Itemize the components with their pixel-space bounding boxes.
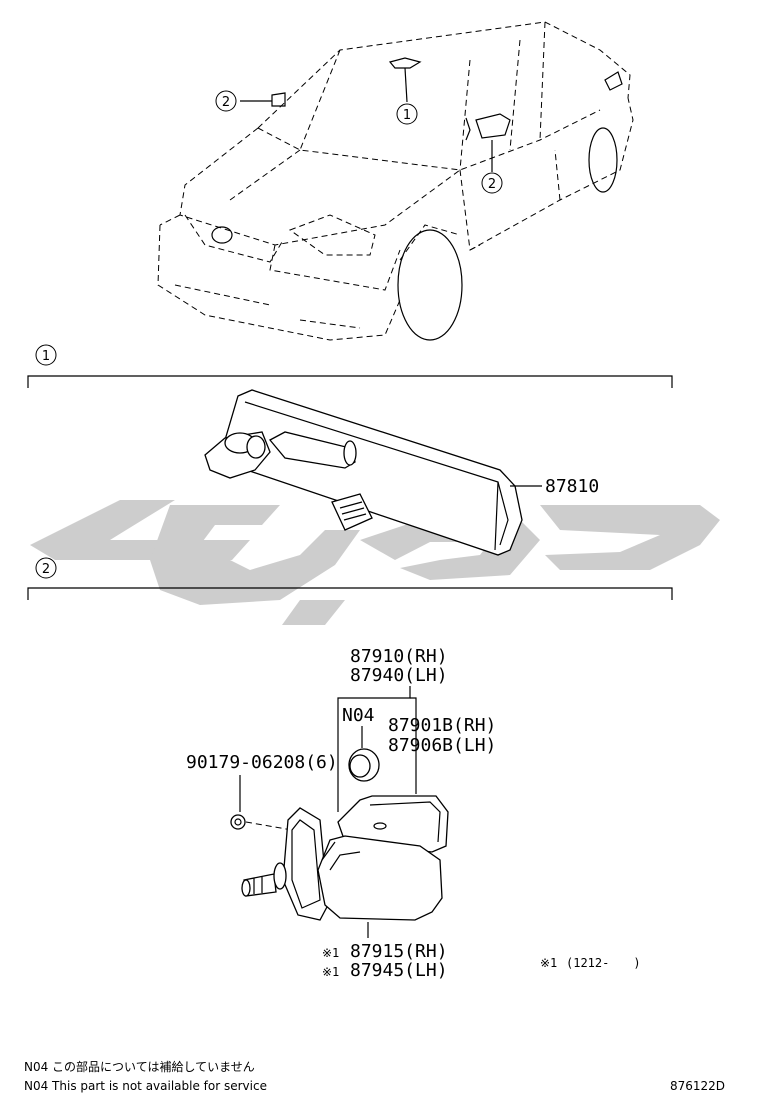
section-1-bracket <box>27 375 673 388</box>
callout-label: 1 <box>403 108 411 123</box>
diagram-id: 876122D <box>670 1079 725 1093</box>
car-illustration <box>157 21 634 341</box>
outer-mirror-assembly <box>241 795 449 921</box>
note-japanese: N04 この部品については補給していません <box>24 1059 255 1074</box>
part-number-87910: 87910(RH) <box>350 646 448 667</box>
part-number-87945: 87945(LH) <box>350 960 448 981</box>
part-number-87810: 87810 <box>545 476 599 497</box>
cover-mark-lh: ※1 <box>322 965 339 979</box>
part-number-87940: 87940(LH) <box>350 665 448 686</box>
mirror-actuator <box>348 748 380 782</box>
footnote-range: (1212- ) <box>566 956 641 970</box>
callout-label: 1 <box>42 349 50 364</box>
section-2-marker: 2 <box>35 557 57 579</box>
callout-1-car: 1 <box>396 103 418 125</box>
callout-2-car-left: 2 <box>215 90 237 112</box>
note-english: N04 This part is not available for servi… <box>24 1079 267 1093</box>
part-number-87906b: 87906B(LH) <box>388 735 496 756</box>
callout-label: 2 <box>222 95 230 110</box>
leader-outer-assembly <box>337 686 411 812</box>
part-number-87901b: 87901B(RH) <box>388 715 496 736</box>
section-1-marker: 1 <box>35 344 57 366</box>
callout-label: 2 <box>488 177 496 192</box>
part-number-n04: N04 <box>342 705 375 726</box>
screw <box>230 814 246 830</box>
leader-outer-assembly-right <box>410 697 417 794</box>
watermark-logo <box>30 500 720 625</box>
cover-mark-rh: ※1 <box>322 946 339 960</box>
part-number-87915: 87915(RH) <box>350 941 448 962</box>
footnote-mark: ※1 <box>540 956 557 970</box>
part-number-90179: 90179-06208(6) <box>186 752 338 773</box>
callout-label: 2 <box>42 562 50 577</box>
screw-dashed-path <box>245 821 293 831</box>
section-2-bracket <box>27 587 673 600</box>
callout-2-car-right: 2 <box>481 172 503 194</box>
inner-rear-view-mirror <box>204 389 523 556</box>
